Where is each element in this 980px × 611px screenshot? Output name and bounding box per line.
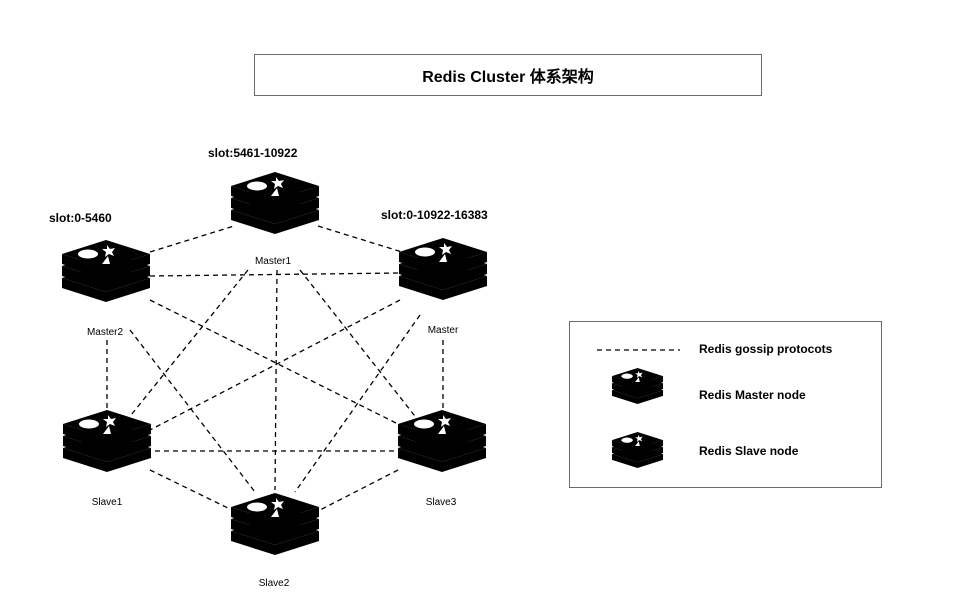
- link-master1-slave1: [126, 269, 249, 421]
- gossip-links: [106, 225, 680, 511]
- slot-label-master2: slot:0-5460: [49, 211, 112, 225]
- slave2-icon: [231, 493, 319, 555]
- node-label-slave3: Slave3: [425, 497, 457, 508]
- slot-label-master1: slot:5461-10922: [208, 146, 298, 160]
- link-slave3-slave2: [319, 469, 399, 511]
- master3-icon: [399, 238, 487, 300]
- legend-panel: [569, 321, 882, 488]
- master1-icon: [231, 172, 319, 234]
- master2-icon: [62, 240, 150, 302]
- node-label-master3: Master: [427, 325, 459, 336]
- link-master2-slave2: [129, 329, 256, 493]
- link-master2-master3: [149, 272, 401, 277]
- node-label-slave2: Slave2: [258, 578, 290, 589]
- link-master3-slave2: [294, 314, 421, 493]
- link-master2-slave3: [149, 299, 411, 431]
- link-master1-slave2: [274, 269, 278, 491]
- slave1-icon: [63, 410, 151, 472]
- link-master1-slave3: [299, 269, 419, 421]
- slave3-icon: [398, 410, 486, 472]
- link-slave1-slave2: [149, 469, 233, 511]
- link-master1-master3: [317, 225, 403, 253]
- slot-label-master3: slot:0-10922-16383: [381, 208, 488, 222]
- link-master3-slave1: [149, 299, 401, 431]
- legend-slave-label: Redis Slave node: [699, 444, 799, 458]
- legend-gossip-label: Redis gossip protocots: [699, 342, 833, 356]
- node-label-slave1: Slave1: [91, 497, 123, 508]
- link-master2-master1: [149, 225, 235, 253]
- diagram-title: Redis Cluster 体系架构: [254, 54, 762, 96]
- node-label-master2: Master2: [86, 327, 124, 338]
- node-label-master1: Master1: [254, 256, 292, 267]
- legend-master-label: Redis Master node: [699, 388, 806, 402]
- diagram-title-text: Redis Cluster 体系架构: [422, 69, 594, 86]
